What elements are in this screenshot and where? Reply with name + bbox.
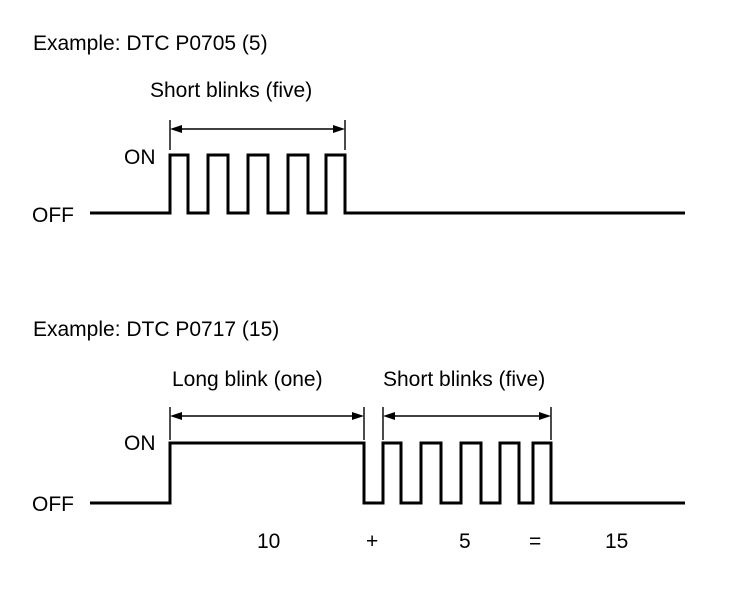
equation-total: 15 (605, 530, 628, 553)
short-blinks-label: Short blinks (five) (150, 79, 312, 102)
equation-tens: 10 (257, 530, 280, 553)
off-label-2: OFF (32, 493, 74, 516)
example-2-title: Example: DTC P0717 (15) (33, 318, 279, 341)
short-blinks-label-2: Short blinks (five) (383, 368, 545, 391)
equation-ones: 5 (459, 530, 471, 553)
example-1: Example: DTC P0705 (5) Short blinks (fiv… (32, 32, 685, 227)
equation-equals: = (529, 530, 541, 553)
blink-waveform-1 (90, 153, 685, 215)
long-blink-span-arrow (169, 407, 365, 440)
blink-waveform-2 (90, 441, 685, 505)
long-blink-label: Long blink (one) (172, 368, 323, 391)
short-blinks-span-arrow (169, 120, 346, 150)
equation-plus: + (366, 530, 378, 553)
on-label-1: ON (124, 146, 156, 169)
blink-equation: 10 + 5 = 15 (257, 530, 628, 553)
short-blinks-span-arrow-2 (382, 407, 552, 440)
example-1-title: Example: DTC P0705 (5) (33, 32, 268, 55)
on-label-2: ON (124, 432, 156, 455)
off-label-1: OFF (32, 204, 74, 227)
example-2: Example: DTC P0717 (15) Long blink (one)… (32, 318, 685, 553)
